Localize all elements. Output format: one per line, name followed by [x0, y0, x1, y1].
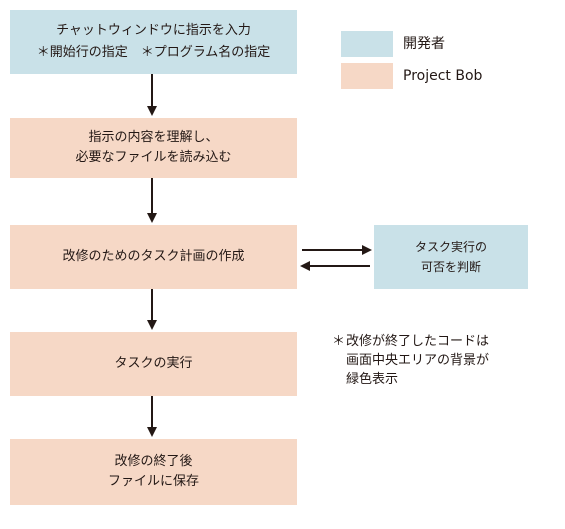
- step-line: 必要なファイルを読み込む: [75, 150, 232, 165]
- legend-bob-label: Project Bob: [403, 68, 483, 84]
- check-line: タスク実行の: [414, 240, 487, 254]
- step-line: チャットウィンドウに指示を入力: [56, 23, 251, 38]
- legend-developer-label: 開発者: [403, 36, 445, 52]
- note-line: 改修が終了したコードは: [346, 334, 490, 349]
- step-execute-task: タスクの実行: [10, 332, 297, 396]
- step-line: ファイルに保存: [107, 474, 199, 489]
- step-line: ＊開始行の指定 ＊プログラム名の指定: [36, 45, 271, 60]
- step-line: タスクの実行: [114, 356, 193, 371]
- step-save-file: 改修の終了後 ファイルに保存: [10, 439, 297, 505]
- legend-developer-swatch: [341, 31, 393, 57]
- legend-bob-swatch: [341, 63, 393, 89]
- step-understand-instruction: 指示の内容を理解し、 必要なファイルを読み込む: [10, 118, 297, 178]
- step-approve-task: タスク実行の 可否を判断: [374, 225, 528, 289]
- note-mark: ＊: [332, 334, 346, 349]
- step-line: 指示の内容を理解し、: [88, 130, 219, 145]
- note-line: 緑色表示: [346, 372, 399, 387]
- step-line: 改修のためのタスク計画の作成: [62, 249, 245, 264]
- step-input-instruction: チャットウィンドウに指示を入力 ＊開始行の指定 ＊プログラム名の指定: [10, 10, 297, 74]
- note-line: 画面中央エリアの背景が: [346, 353, 490, 368]
- completion-note: ＊ 改修が終了したコードは 画面中央エリアの背景が 緑色表示: [332, 332, 489, 389]
- step-line: 改修の終了後: [114, 454, 193, 469]
- check-line: 可否を判断: [420, 260, 481, 274]
- step-create-task-plan: 改修のためのタスク計画の作成: [10, 225, 297, 289]
